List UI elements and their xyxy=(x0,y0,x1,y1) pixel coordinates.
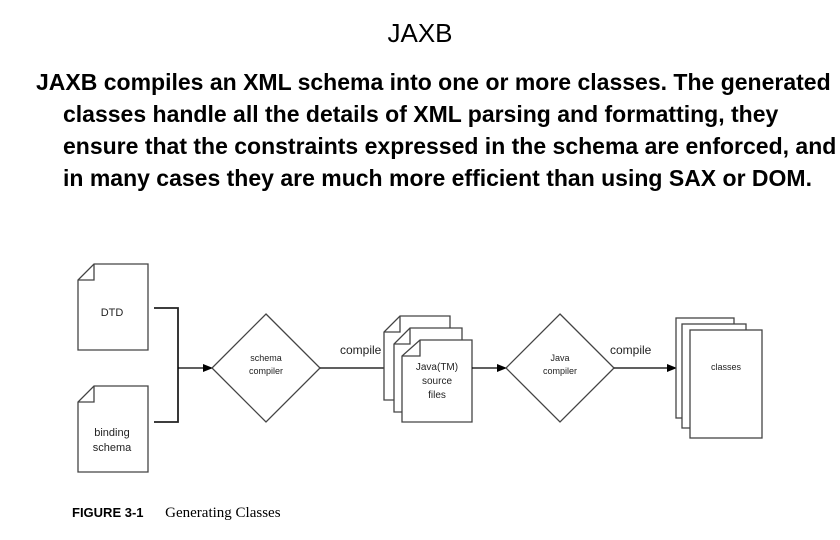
page-title: JAXB xyxy=(387,18,453,48)
source-files-stack-icon: Java(TM) source files xyxy=(383,315,473,423)
jaxb-diagram: DTD binding schema schema compiler compi… xyxy=(77,263,763,473)
java-compiler-line1: Java xyxy=(550,353,569,363)
classes-stack-icon: classes xyxy=(675,317,763,439)
binding-schema-document-icon: binding schema xyxy=(77,385,149,473)
binding-label-line1: binding xyxy=(94,427,129,439)
compile-label-1: compile xyxy=(340,343,382,357)
schema-compiler-line1: schema xyxy=(250,353,282,363)
java-compiler-diamond: Java compiler xyxy=(505,313,615,423)
description-paragraph: JAXB compiles an XML schema into one or … xyxy=(36,69,837,191)
java-compiler-line2: compiler xyxy=(543,366,577,376)
dtd-label: DTD xyxy=(101,307,124,319)
dtd-document-icon: DTD xyxy=(77,263,149,351)
source-files-line2: source xyxy=(422,376,452,387)
input-bracket xyxy=(154,307,179,423)
figure-title: Generating Classes xyxy=(165,505,281,521)
schema-compiler-diamond: schema compiler xyxy=(211,313,321,423)
binding-label-line2: schema xyxy=(93,442,132,454)
classes-label: classes xyxy=(711,362,742,372)
compile-label-2: compile xyxy=(610,343,652,357)
source-files-line3: files xyxy=(428,390,446,401)
figure-number: FIGURE 3-1 xyxy=(72,505,144,520)
source-files-line1: Java(TM) xyxy=(416,362,458,373)
schema-compiler-line2: compiler xyxy=(249,366,283,376)
figure-caption: FIGURE 3-1 Generating Classes xyxy=(72,505,281,522)
